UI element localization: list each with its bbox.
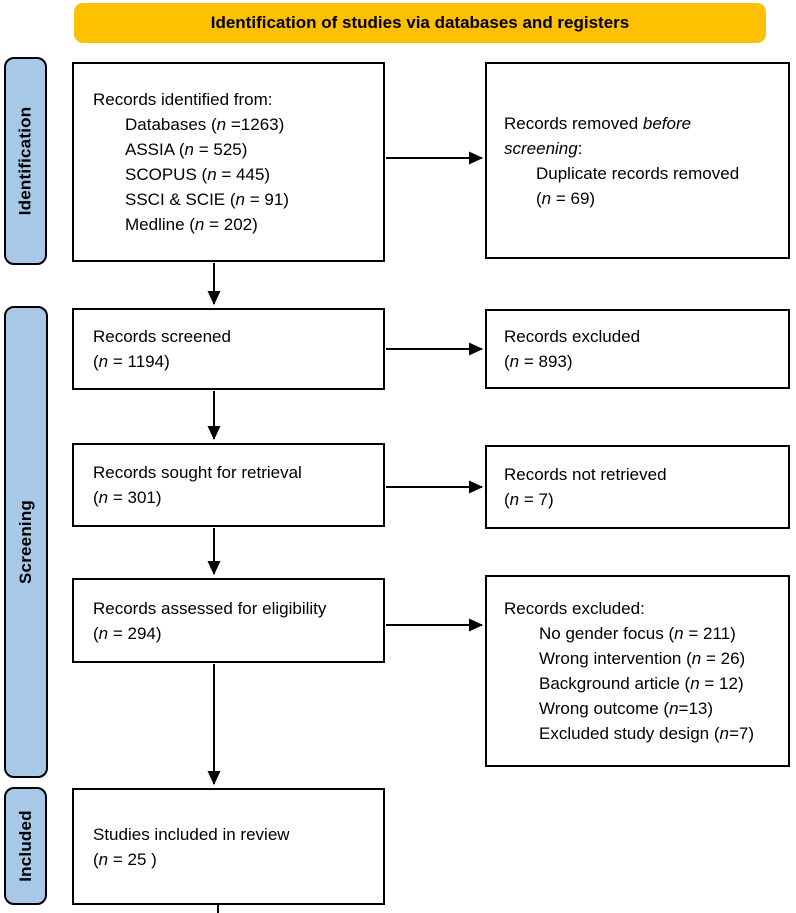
box-text-line: screening: — [504, 138, 583, 158]
box-text-line: Background article (n = 12) — [539, 674, 744, 693]
box-records-removed-before-screening: Records removed before screening: Duplicat… — [485, 62, 790, 259]
box-text-line: (n = 1194) — [93, 352, 170, 371]
box-records-identified: Records identified from: Databases (n =12… — [72, 62, 385, 262]
box-text-line: (n = 25 ) — [93, 849, 157, 869]
box-text-line: Databases (n =1263) — [125, 115, 285, 134]
stage-label-text: Screening — [16, 500, 35, 584]
box-records-sought-for-retrieval: Records sought for retrieval (n = 301) — [72, 443, 385, 527]
box-text-line: Records screened — [93, 327, 231, 346]
stage-label-text: Identification — [15, 106, 35, 216]
box-text-line: Records removed before — [504, 113, 692, 133]
box-text-line: (n = 69) — [536, 188, 596, 208]
box-text-line: Records excluded: — [504, 599, 645, 618]
box-text-line: Wrong outcome (n=13) — [539, 699, 714, 718]
box-records-assessed-for-eligibility: Records assessed for eligibility (n = 294… — [72, 578, 385, 663]
box-text-line: (n = 7) — [504, 490, 554, 509]
box-text-line: Medline (n = 202) — [125, 215, 258, 234]
box-text-line: SSCI & SCIE (n = 91) — [125, 190, 289, 209]
box-text-line: ASSIA (n = 525) — [125, 140, 248, 159]
box-text-line: (n = 301) — [93, 488, 162, 507]
box-text-line: (n = 893) — [504, 352, 573, 371]
box-text-line: Records excluded — [504, 327, 641, 346]
box-records-not-retrieved: Records not retrieved (n = 7) — [485, 445, 790, 529]
stage-label-screening: Screening — [4, 306, 48, 778]
banner-identification-via-databases: Identification of studies via databases … — [74, 3, 766, 43]
box-records-excluded: Records excluded (n = 893) — [485, 309, 790, 389]
stage-label-identification: Identification — [4, 57, 47, 265]
box-text-line: Records not retrieved — [504, 465, 667, 484]
box-studies-included-in-review: Studies included in review (n = 25 ) — [72, 788, 385, 905]
box-text-line: Duplicate records removed — [536, 163, 740, 183]
stage-label-text: Included — [15, 810, 35, 882]
box-text-line: Wrong intervention (n = 26) — [539, 649, 746, 668]
box-text-line: Excluded study design (n=7) — [539, 724, 755, 743]
box-text-line: Records assessed for eligibility — [93, 598, 327, 618]
box-text-line: No gender focus (n = 211) — [539, 624, 736, 643]
box-text-line: SCOPUS (n = 445) — [125, 165, 271, 184]
box-records-excluded-reasons: Records excluded: No gender focus (n = 21… — [485, 575, 790, 767]
box-text-line: Studies included in review — [93, 824, 290, 844]
stage-label-included: Included — [4, 787, 47, 905]
box-records-screened: Records screened (n = 1194) — [72, 308, 385, 390]
box-text-line: Records identified from: — [93, 90, 273, 109]
box-text-line: Records sought for retrieval — [93, 463, 302, 482]
box-text-line: (n = 294) — [93, 623, 162, 643]
